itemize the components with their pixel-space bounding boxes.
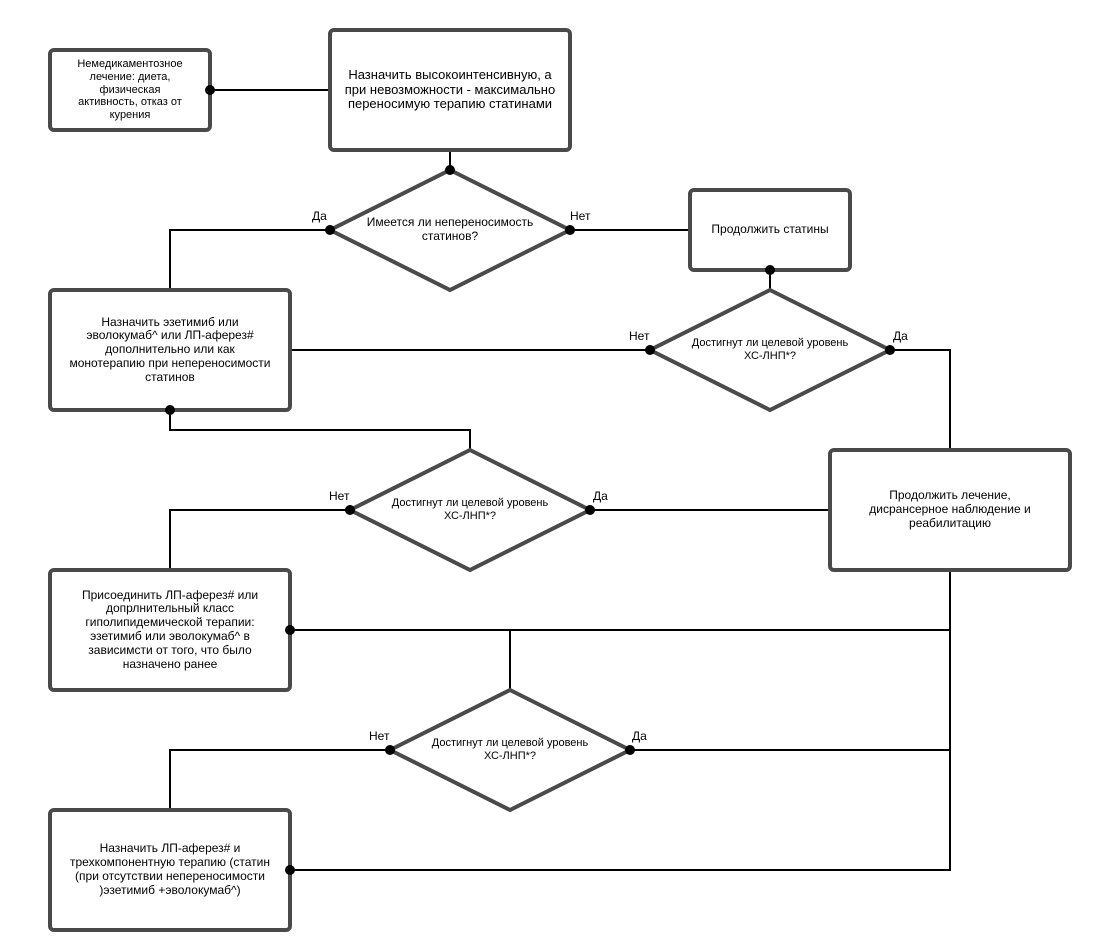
edge-add-class-to-continue <box>290 570 951 631</box>
edge-intolerance-yes-to-ezetimibe <box>169 229 330 290</box>
dot-q2-left <box>345 505 355 515</box>
nondrug-text: Немедикаментозное лечение: диета, физиче… <box>77 58 183 121</box>
dot-intolerance-top <box>445 165 455 175</box>
edge-q3-no-to-triple <box>169 749 390 810</box>
edge-q2-no-to-add-class <box>169 509 350 570</box>
edge-triple-to-continue <box>290 570 951 871</box>
edge-ezetimibe-to-q2 <box>169 410 471 450</box>
dot-intolerance-right <box>565 225 575 235</box>
label-intolerance-no: Нет <box>570 209 591 223</box>
statins-box <box>328 28 572 152</box>
label-q2-no: Нет <box>329 489 350 503</box>
dot-triple-right <box>285 865 295 875</box>
continue-treatment-box <box>828 448 1072 572</box>
statins-text: Назначить высокоинтенсивную, а при невоз… <box>344 66 556 112</box>
target-q3-text: Достигнут ли целевой уровень ХС-ЛНП*? <box>431 737 589 762</box>
dot-continue-statins <box>765 265 775 275</box>
shapes <box>48 28 1072 932</box>
target-q2-diamond <box>345 447 595 573</box>
label-q1-yes: Да <box>893 329 908 343</box>
dot-q1-right <box>885 345 895 355</box>
target-q2-text: Достигнут ли целевой уровень ХС-ЛНП*? <box>391 497 549 522</box>
dot-nondrug <box>205 85 215 95</box>
ezetimibe-text: Назначить эзетимиб или эволокумаб^ или Л… <box>69 314 271 384</box>
dot-q1-left <box>645 345 655 355</box>
dot-ezetimibe-bottom <box>165 405 175 415</box>
label-q1-no: Нет <box>629 329 650 343</box>
label-q3-no: Нет <box>369 729 390 743</box>
dot-add-class-right <box>285 625 295 635</box>
triple-text: Назначить ЛП-аферез# и трехкомпонентную … <box>70 841 270 897</box>
target-q3-diamond <box>385 687 635 813</box>
connector-dots <box>165 85 895 875</box>
intolerance-diamond <box>325 167 575 293</box>
dot-q2-right <box>585 505 595 515</box>
target-q1-text: Достигнут ли целевой уровень ХС-ЛНП*? <box>691 337 849 362</box>
edges <box>169 89 951 871</box>
continue-statins-text: Продолжить статины <box>711 222 829 237</box>
dot-q3-right <box>625 745 635 755</box>
edge-q1-yes-to-continue-treatment <box>890 349 951 450</box>
label-intolerance-yes: Да <box>312 209 327 223</box>
dot-q3-left <box>385 745 395 755</box>
intolerance-question-text: Имеется ли непереносимость статинов? <box>366 215 534 243</box>
label-q2-yes: Да <box>593 489 608 503</box>
dot-intolerance-left <box>325 225 335 235</box>
continue-treatment-text: Продолжить лечение, дисрансерное наблюде… <box>869 488 1031 530</box>
target-q1-diamond <box>645 287 895 413</box>
add-class-text: Присоединить ЛП-аферез# или допрлнительн… <box>81 587 259 671</box>
label-q3-yes: Да <box>632 729 647 743</box>
